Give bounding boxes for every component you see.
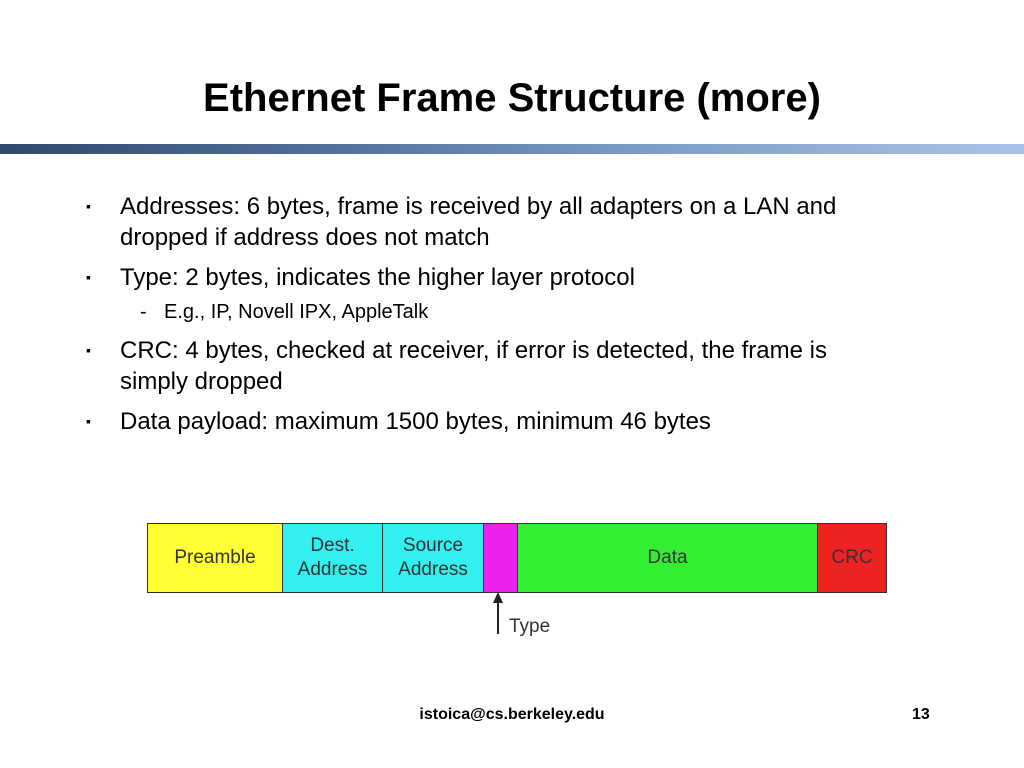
- field-dest-address: Dest. Address: [283, 524, 383, 592]
- bullet-text: Data payload: maximum 1500 bytes, minimu…: [120, 408, 711, 435]
- page-number: 13: [912, 706, 930, 723]
- ethernet-frame-diagram: Preamble Dest. Address Source Address Da…: [147, 523, 887, 593]
- field-preamble: Preamble: [148, 524, 283, 592]
- type-pointer-label: Type: [509, 616, 551, 637]
- field-source-address: Source Address: [383, 524, 484, 592]
- bullet-marker: ▪: [86, 198, 91, 214]
- bullet-type: ▪ Type: 2 bytes, indicates the higher la…: [86, 262, 876, 293]
- field-crc: CRC: [818, 524, 886, 592]
- bullet-addresses: ▪ Addresses: 6 bytes, frame is received …: [86, 191, 876, 253]
- bullet-text: Type: 2 bytes, indicates the higher laye…: [120, 264, 635, 291]
- bullet-text: CRC: 4 bytes, checked at receiver, if er…: [120, 337, 827, 395]
- bullet-marker: ▪: [86, 269, 91, 285]
- sub-bullet-text: E.g., IP, Novell IPX, AppleTalk: [164, 301, 429, 323]
- bullet-crc: ▪ CRC: 4 bytes, checked at receiver, if …: [86, 335, 876, 397]
- bullet-list: ▪ Addresses: 6 bytes, frame is received …: [86, 191, 876, 446]
- footer-email: istoica@cs.berkeley.edu: [419, 706, 605, 723]
- sub-bullet-marker: -: [140, 301, 147, 323]
- bullet-data-payload: ▪ Data payload: maximum 1500 bytes, mini…: [86, 406, 876, 437]
- sub-bullet-protocols: - E.g., IP, Novell IPX, AppleTalk: [86, 299, 876, 325]
- field-type: [484, 524, 518, 592]
- type-pointer-arrow-icon: [493, 592, 503, 634]
- title-divider: [0, 144, 1024, 154]
- bullet-text: Addresses: 6 bytes, frame is received by…: [120, 193, 837, 251]
- bullet-marker: ▪: [86, 413, 91, 429]
- bullet-marker: ▪: [86, 342, 91, 358]
- slide-title: Ethernet Frame Structure (more): [203, 76, 821, 120]
- field-data: Data: [518, 524, 818, 592]
